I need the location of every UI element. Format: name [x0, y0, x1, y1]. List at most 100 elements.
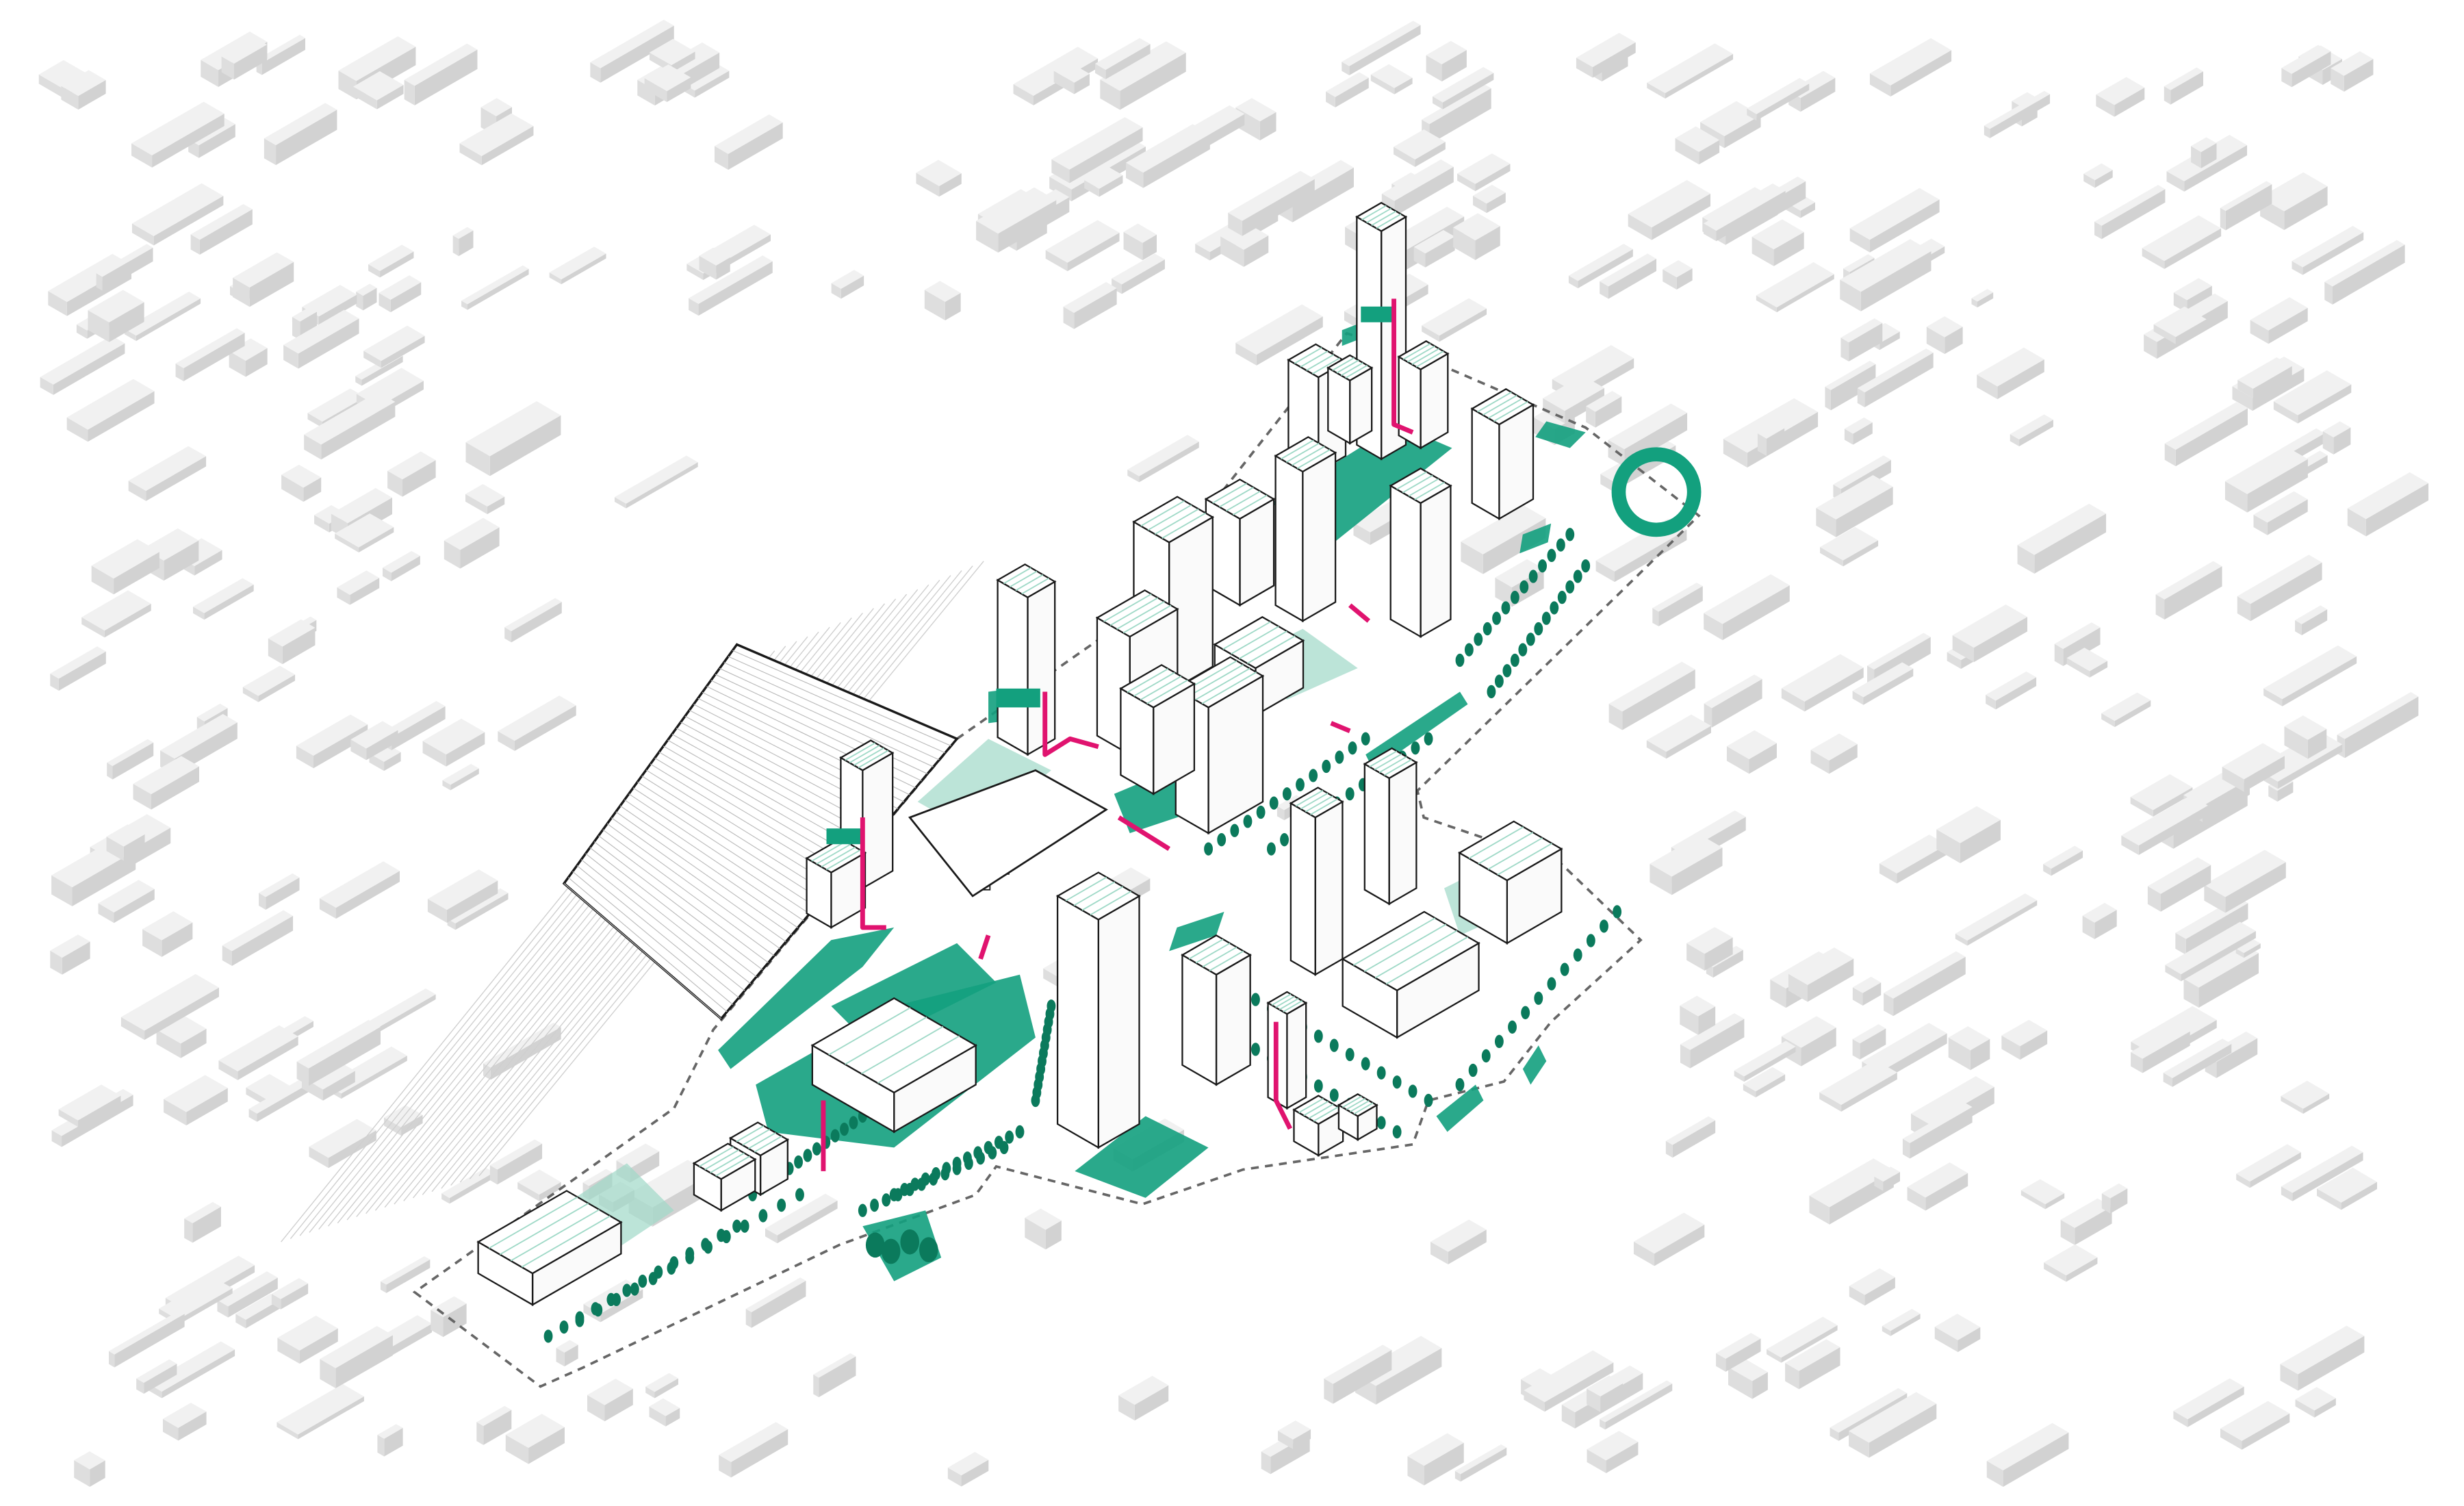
context-building [1955, 893, 2038, 946]
context-building [382, 550, 420, 581]
context-building-side [114, 552, 159, 595]
context-building-side [1118, 1395, 1135, 1421]
context-building-side [1773, 231, 1804, 266]
tree-icon [1313, 1079, 1323, 1093]
context-building-side [1843, 540, 1879, 567]
context-building-roof [1948, 1026, 1990, 1051]
context-building-roof [427, 869, 498, 910]
context-building [715, 114, 783, 170]
context-building-side [939, 173, 962, 197]
context-building-roof [2292, 226, 2364, 268]
context-building [1971, 289, 1994, 308]
context-building-side [1986, 1461, 2003, 1487]
context-building-side [109, 302, 144, 342]
context-building-side [144, 1364, 177, 1394]
building [1289, 787, 1344, 976]
roof-hatch [1374, 753, 1402, 771]
context-building-side [107, 763, 113, 780]
context-building-side [1675, 138, 1699, 165]
context-building-side [66, 417, 88, 442]
context-building-side [1672, 1120, 1716, 1158]
context-building-side [2302, 232, 2364, 275]
tree-icon [1329, 1088, 1339, 1102]
station-roof-line [632, 787, 816, 908]
context-building-roof [156, 1014, 207, 1044]
context-building-side [1977, 374, 1998, 400]
context-building-side [2114, 700, 2151, 728]
roof-hatch [1271, 993, 1292, 1006]
context-building-roof [1723, 398, 1819, 453]
context-building-roof [1533, 405, 1575, 430]
context-building-side [465, 494, 487, 515]
roof-hatch [1286, 442, 1320, 463]
tree-icon [1335, 750, 1344, 764]
roof-hatch [1209, 950, 1244, 971]
context-building-side [1228, 212, 1242, 236]
context-building-roof [1751, 219, 1804, 250]
context-building-side [384, 1117, 402, 1136]
tree-icon [721, 1229, 731, 1244]
context-building-side [1830, 1427, 1839, 1441]
context-building-side [665, 1407, 680, 1427]
context-building-side [1600, 474, 1614, 492]
tree-icon [1547, 977, 1556, 991]
context-building-side [1335, 77, 1369, 107]
context-building-roof [1051, 117, 1143, 170]
context-building [190, 204, 253, 255]
context-building-side [392, 706, 446, 750]
roof-hatch [521, 1215, 611, 1268]
tree-icon [1392, 1075, 1402, 1089]
context-building-roof [1680, 995, 1716, 1017]
context-building-side [1728, 1367, 1753, 1399]
tree-icon [900, 1183, 910, 1197]
context-building-roof [1756, 262, 1834, 307]
context-building-side [1143, 133, 1210, 188]
context-building-side [2083, 173, 2095, 188]
context-building-side [281, 1283, 309, 1310]
context-building-roof [248, 1075, 316, 1114]
context-building-roof [504, 598, 562, 632]
context-building-side [2244, 756, 2285, 792]
context-building-side [1658, 586, 1703, 626]
context-building-side [1053, 71, 1075, 94]
context-building [1788, 947, 1854, 1002]
context-building-roof [98, 880, 155, 912]
context-building [2020, 1179, 2065, 1210]
context-building [58, 1084, 121, 1127]
context-building-side [2170, 71, 2203, 105]
context-building-side [2307, 455, 2328, 474]
context-building-side [1622, 669, 1695, 730]
context-building [88, 290, 144, 342]
context-building-side [1608, 258, 1657, 299]
roof-hatch [510, 1209, 600, 1262]
tree-icon [1217, 833, 1227, 847]
context-building-side [2331, 68, 2344, 92]
context-building-side [831, 283, 841, 299]
context-building-side [229, 350, 246, 377]
roof-hatch [1310, 798, 1338, 815]
context-building-side [2096, 94, 2115, 117]
context-building-roof [645, 1373, 678, 1392]
context-building-side [2298, 384, 2352, 424]
tree-icon [1468, 1063, 1478, 1077]
context-building-side [2110, 1188, 2128, 1214]
context-building-side [2175, 319, 2207, 344]
context-building-side [1475, 164, 1511, 192]
tree-icon [667, 1261, 676, 1275]
context-building-side [144, 987, 219, 1041]
building-facade [1398, 355, 1422, 450]
context-building-side [77, 1095, 121, 1127]
tree-icon [889, 1188, 899, 1201]
context-building-side [192, 1206, 221, 1243]
context-building-side [481, 126, 534, 166]
context-building-side [1897, 844, 1947, 884]
context-building-side [2130, 797, 2153, 817]
building-roof [1341, 910, 1480, 992]
context-building-side [1235, 342, 1257, 366]
context-building-roof [2020, 1179, 2065, 1205]
context-building-side [1293, 1429, 1311, 1449]
context-building-side [2292, 51, 2331, 88]
context-building-side [1967, 900, 2038, 946]
context-building-roof [1025, 1208, 1062, 1230]
context-building-side [322, 1071, 355, 1101]
